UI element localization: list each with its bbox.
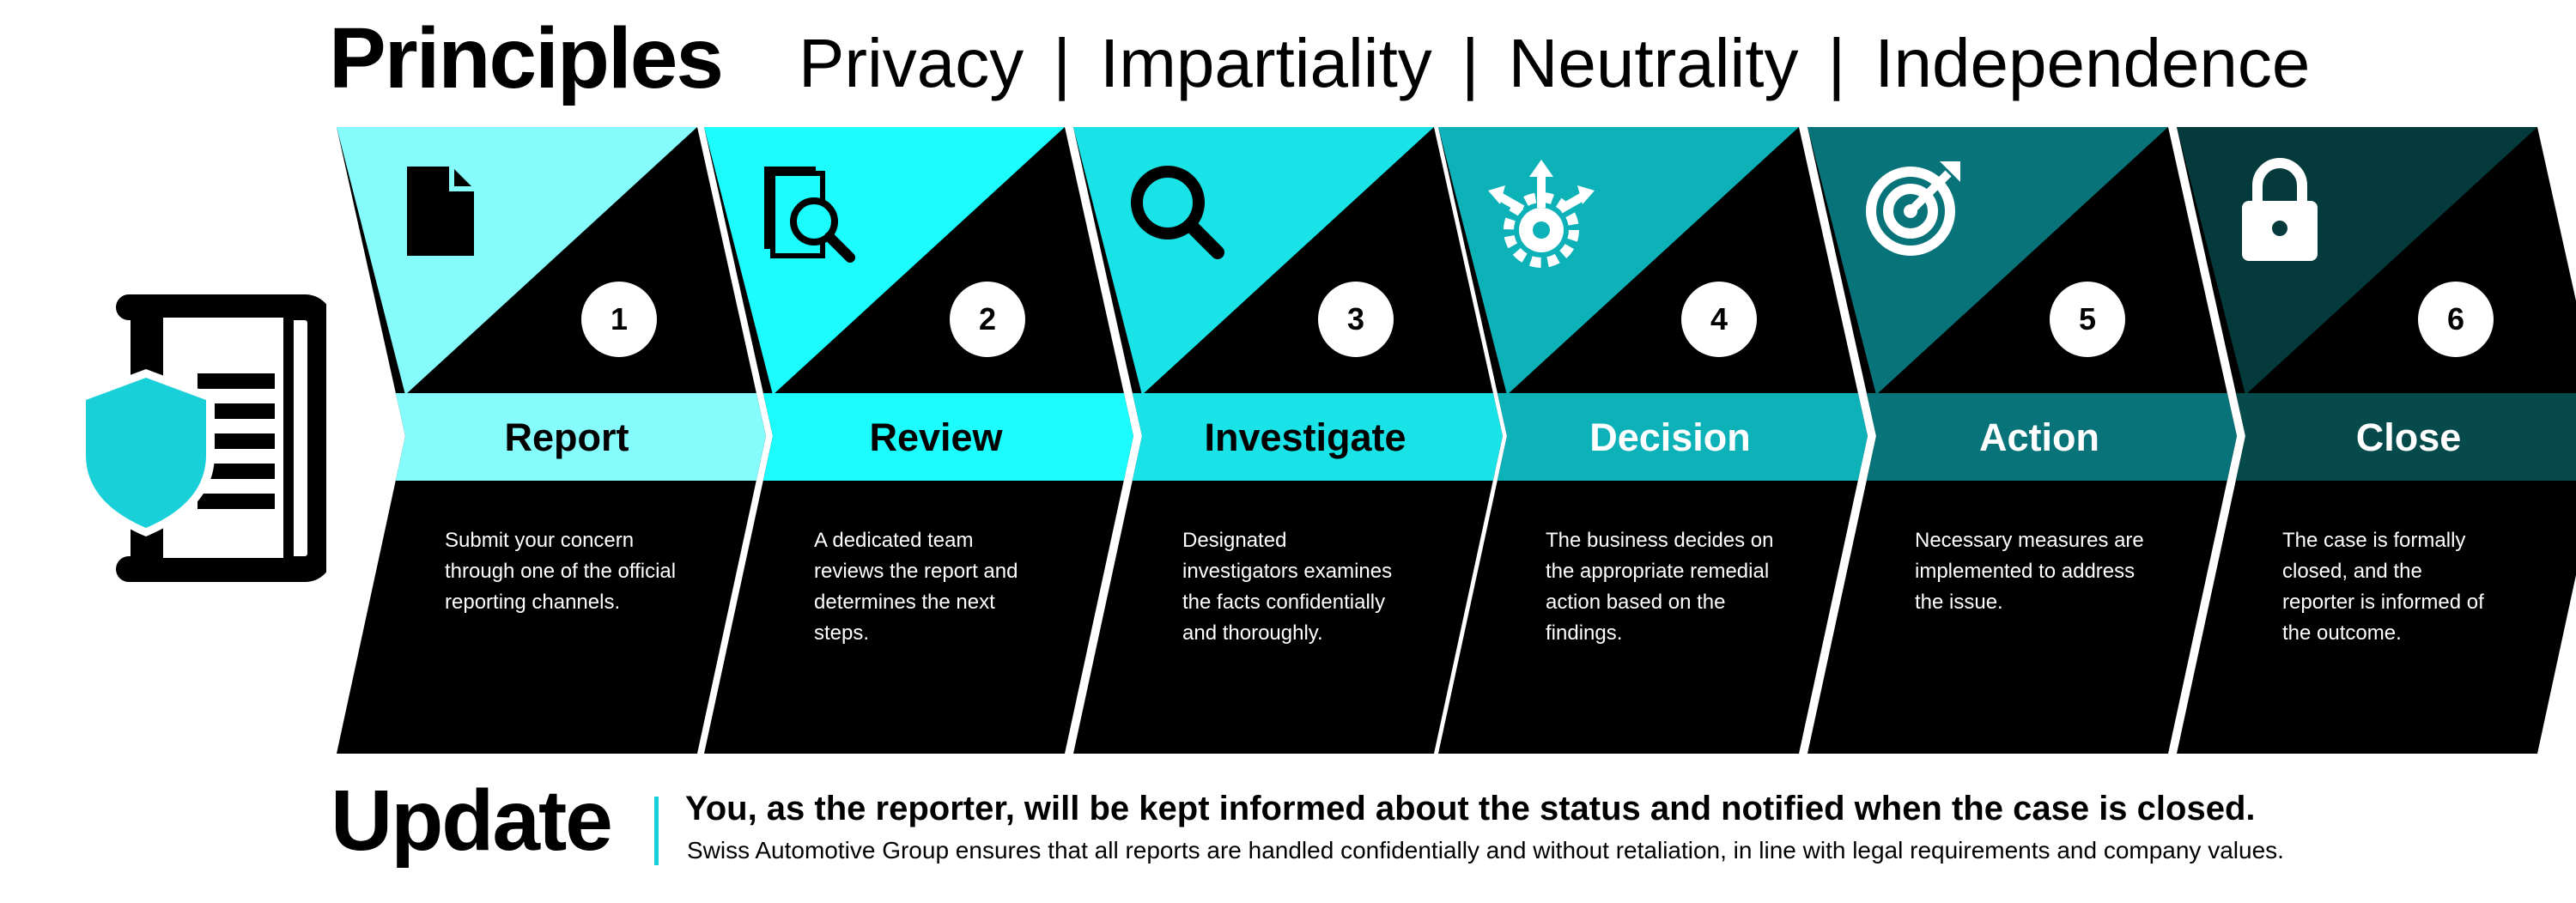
update-divider	[654, 797, 659, 865]
principle-neutrality: Neutrality	[1508, 25, 1799, 101]
target-arrow-icon-part	[1866, 167, 1955, 256]
document-search-icon-part	[790, 197, 838, 245]
update-headline: You, as the reporter, will be kept infor…	[685, 790, 2256, 827]
principles-heading: Principles	[329, 10, 724, 106]
gear-arrows-icon-part	[1558, 191, 1587, 214]
document-search-icon-part	[824, 232, 855, 263]
step-description-investigate: Designated investigators examines the fa…	[1182, 529, 1393, 645]
step-description-review: A dedicated team reviews the report and …	[814, 529, 1018, 645]
step-label-decision: Decision	[1589, 415, 1751, 459]
chevron-top-close	[2177, 127, 2537, 395]
chevron-top-decision	[1438, 127, 1799, 395]
principle-independence: Independence	[1874, 25, 2311, 101]
step-description-action: Necessary measures are implemented to ad…	[1915, 529, 2144, 614]
step-number-5: 5	[2050, 282, 2125, 357]
gear-arrows-icon-part	[1488, 185, 1505, 204]
step-label-close: Close	[2355, 415, 2462, 459]
chevron-band-investigate	[1132, 393, 1503, 481]
step-label-report: Report	[504, 415, 629, 459]
step-number-6: 6	[2418, 282, 2494, 357]
principle-impartiality: Impartiality	[1100, 25, 1432, 101]
document-icon	[407, 167, 474, 256]
step-description-report: Submit your concern through one of the o…	[445, 529, 677, 614]
principle-privacy: Privacy	[799, 25, 1024, 101]
magnifier-icon-part	[1131, 166, 1205, 239]
target-arrow-icon	[1866, 161, 1960, 256]
padlock-icon-part	[2252, 158, 2307, 203]
gear-arrows-icon-part	[1496, 191, 1525, 214]
step-label-investigate: Investigate	[1204, 415, 1406, 459]
step-number-1: 1	[581, 282, 657, 357]
target-arrow-icon-part	[1940, 161, 1960, 182]
gear-arrows-icon-part	[1577, 185, 1595, 204]
separator: |	[1461, 25, 1479, 101]
target-arrow-icon-part	[1883, 184, 1938, 239]
separator: |	[1053, 25, 1072, 101]
target-arrow-icon-part	[1907, 170, 1952, 215]
update-subtext: Swiss Automotive Group ensures that all …	[687, 837, 2284, 864]
chevron-band-decision	[1497, 393, 1868, 481]
step-label-action: Action	[1979, 415, 2099, 459]
gear-arrows-icon-part	[1529, 160, 1553, 177]
gear-arrows-icon-part	[1533, 221, 1550, 239]
document-icon-part	[407, 167, 474, 256]
step-number-3: 3	[1318, 282, 1394, 357]
chevron-band-action	[1866, 393, 2237, 481]
padlock-icon	[2242, 158, 2318, 261]
magnifier-icon	[1131, 166, 1224, 259]
gear-arrows-icon	[1488, 160, 1595, 268]
document-icon-part	[449, 167, 474, 191]
chevron-band-review	[762, 393, 1133, 481]
separator: |	[1827, 25, 1846, 101]
chevron-top-investigate	[1073, 127, 1434, 395]
shield-document-icon	[77, 294, 326, 582]
step-description-close: The case is formally closed, and the rep…	[2282, 529, 2484, 645]
document-search-icon	[764, 167, 855, 263]
step-label-review: Review	[869, 415, 1003, 459]
step-number-4: 4	[1681, 282, 1757, 357]
chevron-band-close	[2235, 393, 2576, 481]
padlock-icon-part	[2272, 221, 2287, 236]
step-number-2: 2	[950, 282, 1025, 357]
gear-arrows-icon-part	[1504, 192, 1579, 268]
magnifier-icon-part	[1185, 220, 1224, 259]
principles-list: Privacy|Impartiality|Neutrality|Independ…	[799, 29, 2310, 98]
step-description-decision: The business decides on the appropriate …	[1546, 529, 1774, 645]
chevron-band-report	[395, 393, 766, 481]
update-heading: Update	[331, 773, 613, 869]
